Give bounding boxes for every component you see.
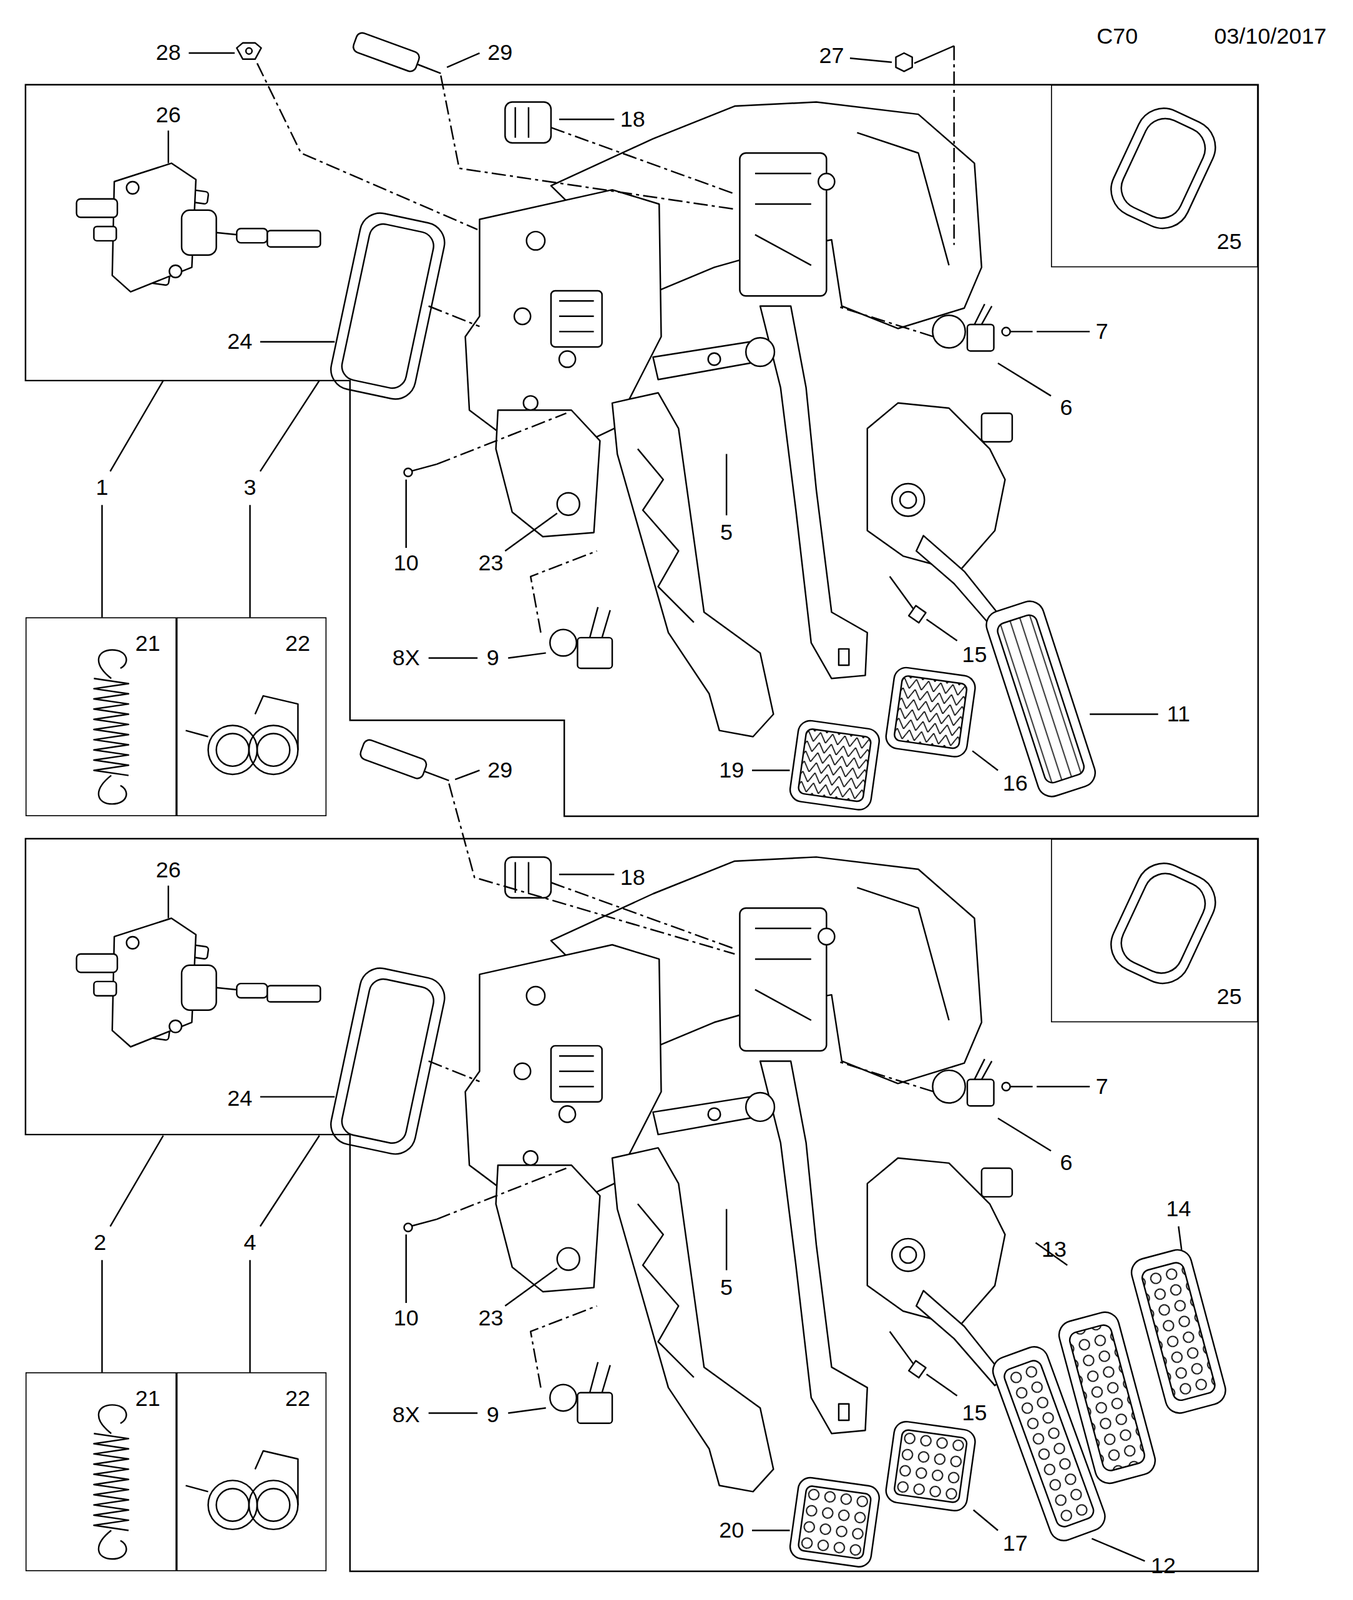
lower-extras-part xyxy=(1128,1246,1229,1417)
upper-extras-part-part xyxy=(884,665,977,759)
upper-extras-part-part xyxy=(893,675,968,749)
callout-number: 17 xyxy=(1002,1532,1028,1556)
lower-extras-part xyxy=(752,1226,1182,1561)
inset-box: 25 xyxy=(1050,838,1259,1023)
callout-number: 9 xyxy=(486,647,500,670)
callout-number: 19 xyxy=(718,758,744,782)
callout-number: 16 xyxy=(1002,772,1028,796)
callout-number: 18 xyxy=(620,866,646,889)
lower-extras-part-part xyxy=(1067,1323,1147,1473)
upper-extras-part xyxy=(752,714,1159,771)
callout-number: 18 xyxy=(620,107,646,131)
callout-number: 25 xyxy=(1216,985,1242,1008)
upper-extras-part xyxy=(896,53,913,72)
lower-extras-part xyxy=(424,770,480,781)
callout-number: 29 xyxy=(487,41,513,65)
callout-number: 4 xyxy=(244,1231,257,1254)
lower-extras-part xyxy=(884,1420,977,1513)
lower-extras-part-part xyxy=(1128,1246,1229,1417)
callout-number: 26 xyxy=(156,104,181,127)
upper-extras-part-part xyxy=(797,728,872,802)
callout-number: 13 xyxy=(1041,1238,1067,1262)
callout-number: 5 xyxy=(720,1276,733,1299)
upper-extras-part xyxy=(982,597,1100,801)
callout-number: 8X xyxy=(392,647,421,670)
callout-number: 22 xyxy=(285,1387,311,1411)
callout-number: 22 xyxy=(285,632,311,656)
callout-number: 11 xyxy=(1167,703,1191,726)
upper-extras-part xyxy=(417,64,442,74)
upper-extras-part xyxy=(788,718,882,812)
callout-number: 21 xyxy=(135,632,161,656)
upper-extras-part-part xyxy=(995,612,1086,785)
lower-extras-part xyxy=(358,738,429,781)
sheet-header: C70 xyxy=(1096,25,1138,49)
inset-box: 21 xyxy=(25,617,177,817)
upper-extras-part xyxy=(236,43,261,60)
inset-box: 22 xyxy=(176,1372,327,1572)
callout-number: 8X xyxy=(392,1404,421,1427)
callout-number: 14 xyxy=(1165,1197,1191,1221)
callout-number: 23 xyxy=(478,1306,504,1330)
lower-extras-part xyxy=(1055,1309,1159,1487)
callout-number: 5 xyxy=(720,521,733,544)
callout-number: 25 xyxy=(1216,230,1242,254)
callout-number: 12 xyxy=(1150,1555,1176,1578)
lower-extras-part-part xyxy=(884,1420,977,1513)
callout-number: 27 xyxy=(819,44,845,68)
callout-number: 6 xyxy=(1060,1152,1073,1175)
callout-number: 1 xyxy=(95,476,108,500)
callout-number: 10 xyxy=(393,1306,419,1330)
sheet-header: 03/10/2017 xyxy=(1214,25,1327,49)
upper-extras-part xyxy=(257,46,955,246)
upper-extras-part xyxy=(884,665,977,759)
lower-extras-part xyxy=(788,1476,882,1569)
lower-extras-part xyxy=(448,783,735,955)
upper-extras-part xyxy=(351,31,421,74)
callout-number: 7 xyxy=(1095,1075,1109,1098)
callout-number: 6 xyxy=(1060,396,1073,420)
callout-number: 10 xyxy=(393,552,419,575)
upper-extras-part-part xyxy=(788,718,882,812)
region-outlines xyxy=(25,84,1259,1572)
lower-extras-part-part xyxy=(1055,1309,1159,1487)
inset-box: 22 xyxy=(176,617,327,817)
region-outlines-part xyxy=(25,84,1259,817)
region-outlines-part xyxy=(25,838,1259,1572)
lower-assembly xyxy=(76,854,1225,1559)
callout-number: 24 xyxy=(227,330,253,354)
callout-number: 15 xyxy=(961,1401,987,1425)
upper-extras-part-part xyxy=(982,597,1100,801)
lower-extras-part-part xyxy=(797,1485,872,1559)
lower-extras-part-part xyxy=(893,1429,968,1503)
callout-number: 26 xyxy=(156,859,181,882)
callout-number: 7 xyxy=(1095,320,1109,343)
lower-extras-part-part xyxy=(1140,1261,1217,1403)
upper-extras-part xyxy=(245,48,253,55)
callout-number: 29 xyxy=(487,758,513,782)
upper-extras xyxy=(188,31,1158,812)
inset-box: 21 xyxy=(25,1372,177,1572)
callout-number: 9 xyxy=(486,1404,500,1427)
callout-number: 28 xyxy=(156,41,181,65)
lower-extras xyxy=(358,738,1229,1569)
callout-number: 23 xyxy=(478,552,504,575)
callout-number: 20 xyxy=(718,1519,744,1543)
upper-assembly xyxy=(76,99,1225,804)
callout-number: 2 xyxy=(93,1231,107,1254)
callout-number: 15 xyxy=(961,644,987,667)
callout-number: 24 xyxy=(227,1087,253,1111)
callout-number: 21 xyxy=(135,1387,161,1411)
lower-extras-part-part xyxy=(788,1476,882,1569)
callout-number: 3 xyxy=(244,476,257,500)
inset-box: 25 xyxy=(1050,84,1259,268)
